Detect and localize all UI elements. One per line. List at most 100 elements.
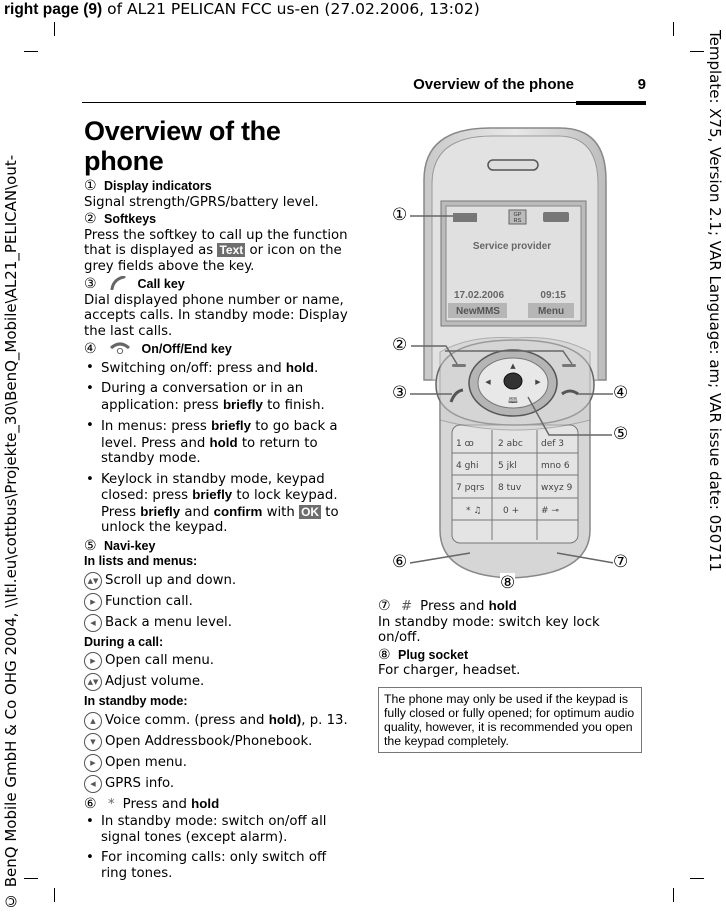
section-heading-display-indicators: ① Display indicators xyxy=(84,178,354,195)
text: Press the softkey to call up the functio… xyxy=(84,227,348,259)
callout-number: ⑤ xyxy=(84,537,97,554)
navi-right-icon: ▶ xyxy=(84,592,102,611)
print-header-rest: of AL21 PELICAN FCC us-en (27.02.2006, 1… xyxy=(102,0,480,18)
running-head-title: Overview of the phone xyxy=(413,76,574,93)
star-key-list: In standby mode: switch on/off all signa… xyxy=(84,814,354,881)
hash-key-icon: # xyxy=(401,599,413,614)
page-number: 9 xyxy=(637,76,646,93)
list-item: In menus: press briefly to go back a lev… xyxy=(84,418,354,467)
copyright-path: © BenQ Mobile GmbH & Co OHG 2004, \\Itl.… xyxy=(2,154,20,910)
text: or icon on the grey fields above the key… xyxy=(84,243,342,274)
ok-chip: OK xyxy=(299,504,322,519)
callout-8: ⑧ xyxy=(500,573,516,593)
section-heading-star-key: ⑥*Press and hold xyxy=(84,795,220,812)
heading-text: Call key xyxy=(137,277,185,291)
subheading-standby: In standby mode: xyxy=(84,694,188,708)
section-heading-hash-key: ⑦#Press and hold xyxy=(378,598,517,614)
text-chip: Text xyxy=(217,243,246,257)
crop-mark xyxy=(690,51,704,53)
navi-row: ◀Back a menu level. xyxy=(84,613,354,632)
list-item: During a conversation or in an applicati… xyxy=(84,381,354,413)
navi-row: ▲Voice comm. (press and hold), p. 13. xyxy=(84,711,354,730)
call-key-icon xyxy=(110,275,126,291)
navi-row: ▲▼Adjust volume. xyxy=(84,673,354,691)
navi-row: ▶Open call menu. xyxy=(84,652,354,670)
heading-text: Plug socket xyxy=(398,647,469,662)
callout-number: ⑥ xyxy=(84,795,97,812)
svg-text:mno 6: mno 6 xyxy=(541,461,570,471)
section-heading-end-key: ④ On/Off/End key xyxy=(84,341,354,358)
softkey-right-label: Menu xyxy=(538,306,564,317)
svg-text:wxyz 9: wxyz 9 xyxy=(541,483,573,493)
navi-row: ◀GPRS info. xyxy=(84,774,354,793)
navi-row: ▶Open menu. xyxy=(84,753,354,772)
heading-text: Display indicators xyxy=(104,179,212,193)
svg-text:0 +: 0 + xyxy=(503,506,519,516)
screen-time: 09:15 xyxy=(540,290,566,301)
navi-right-icon: ▶ xyxy=(84,753,102,772)
svg-text:7 pqrs: 7 pqrs xyxy=(456,483,485,493)
heading-text: Softkeys xyxy=(104,212,157,226)
svg-text:🕮: 🕮 xyxy=(508,396,518,405)
section-heading-call-key: ③ Call key xyxy=(84,275,354,293)
section-text: In standby mode: switch key lock on/off. xyxy=(378,614,600,646)
end-key-list: Switching on/off: press and hold. During… xyxy=(84,360,354,536)
crop-mark xyxy=(24,878,38,880)
right-column: ⑦#Press and hold In standby mode: switch… xyxy=(378,598,646,753)
svg-text:8 tuv: 8 tuv xyxy=(498,483,522,493)
list-item: Keylock in standby mode, keypad closed: … xyxy=(84,472,354,536)
navi-updown-icon: ▲▼ xyxy=(84,673,102,691)
softkey-left-label: NewMMS xyxy=(456,306,500,317)
gprs-icon: GP xyxy=(514,212,522,218)
left-column: Overview of the phone ① Display indicator… xyxy=(84,116,354,886)
svg-text:1 ꝏ: 1 ꝏ xyxy=(456,439,474,449)
callout-number: ① xyxy=(84,178,97,194)
callout-number: ⑧ xyxy=(378,646,391,663)
end-key-icon xyxy=(110,342,131,355)
callout-number: ③ xyxy=(84,276,97,292)
navi-left-icon: ◀ xyxy=(84,774,102,793)
heading-text: On/Off/End key xyxy=(141,342,232,356)
navi-right-icon: ▶ xyxy=(84,652,102,670)
running-head: Overview of the phone 9 xyxy=(82,74,646,105)
callout-number: ② xyxy=(84,211,97,227)
heading-text: Navi-key xyxy=(104,538,156,553)
section-heading-plug-socket: ⑧ Plug socket xyxy=(378,646,646,664)
list-item: For incoming calls: only switch off ring… xyxy=(84,850,354,881)
svg-text:◀: ◀ xyxy=(485,378,491,386)
crop-mark xyxy=(673,22,675,36)
page-title: Overview of the phone xyxy=(84,116,281,176)
section-text: Dial displayed phone number or name, acc… xyxy=(84,292,348,339)
svg-text:5 jkl: 5 jkl xyxy=(498,461,517,471)
callout-2: ② xyxy=(392,335,408,355)
navi-up-icon: ▲ xyxy=(84,711,102,730)
svg-text:* ♫: * ♫ xyxy=(466,506,481,516)
section-heading-softkeys: ② Softkeys xyxy=(84,211,354,228)
screen-provider: Service provider xyxy=(473,241,551,252)
callout-7: ⑦ xyxy=(613,552,629,572)
star-key-icon: * xyxy=(108,796,115,812)
print-header-bold: right page (9) xyxy=(4,1,103,18)
navi-updown-icon: ▲▼ xyxy=(84,571,102,590)
callout-number: ⑦ xyxy=(378,598,391,614)
crop-mark xyxy=(24,51,38,53)
callout-1: ① xyxy=(392,205,408,225)
section-text: For charger, headset. xyxy=(378,663,521,678)
section-heading-navi-key: ⑤ Navi-key xyxy=(84,537,354,555)
svg-text:RS: RS xyxy=(514,218,522,224)
callout-3: ③ xyxy=(392,383,408,403)
phone-illustration: GP RS Service provider 17.02.2006 09:15 … xyxy=(409,127,615,584)
svg-text:4 ghi: 4 ghi xyxy=(456,461,479,471)
subheading-lists-menus: In lists and menus: xyxy=(84,554,198,568)
navi-row: ▼Open Addressbook/Phonebook. xyxy=(84,732,354,751)
callout-number: ④ xyxy=(84,341,97,357)
svg-text:▲: ▲ xyxy=(510,362,516,370)
callout-4: ④ xyxy=(613,383,629,403)
section-text: Signal strength/GPRS/battery level. xyxy=(84,194,319,210)
list-item: Switching on/off: press and hold. xyxy=(84,360,354,377)
note-box: The phone may only be used if the keypad… xyxy=(378,686,642,753)
callout-5: ⑤ xyxy=(613,424,629,444)
section-text: Press the softkey to call up the functio… xyxy=(84,228,354,275)
crop-mark xyxy=(54,22,56,36)
navi-down-icon: ▼ xyxy=(84,732,102,751)
